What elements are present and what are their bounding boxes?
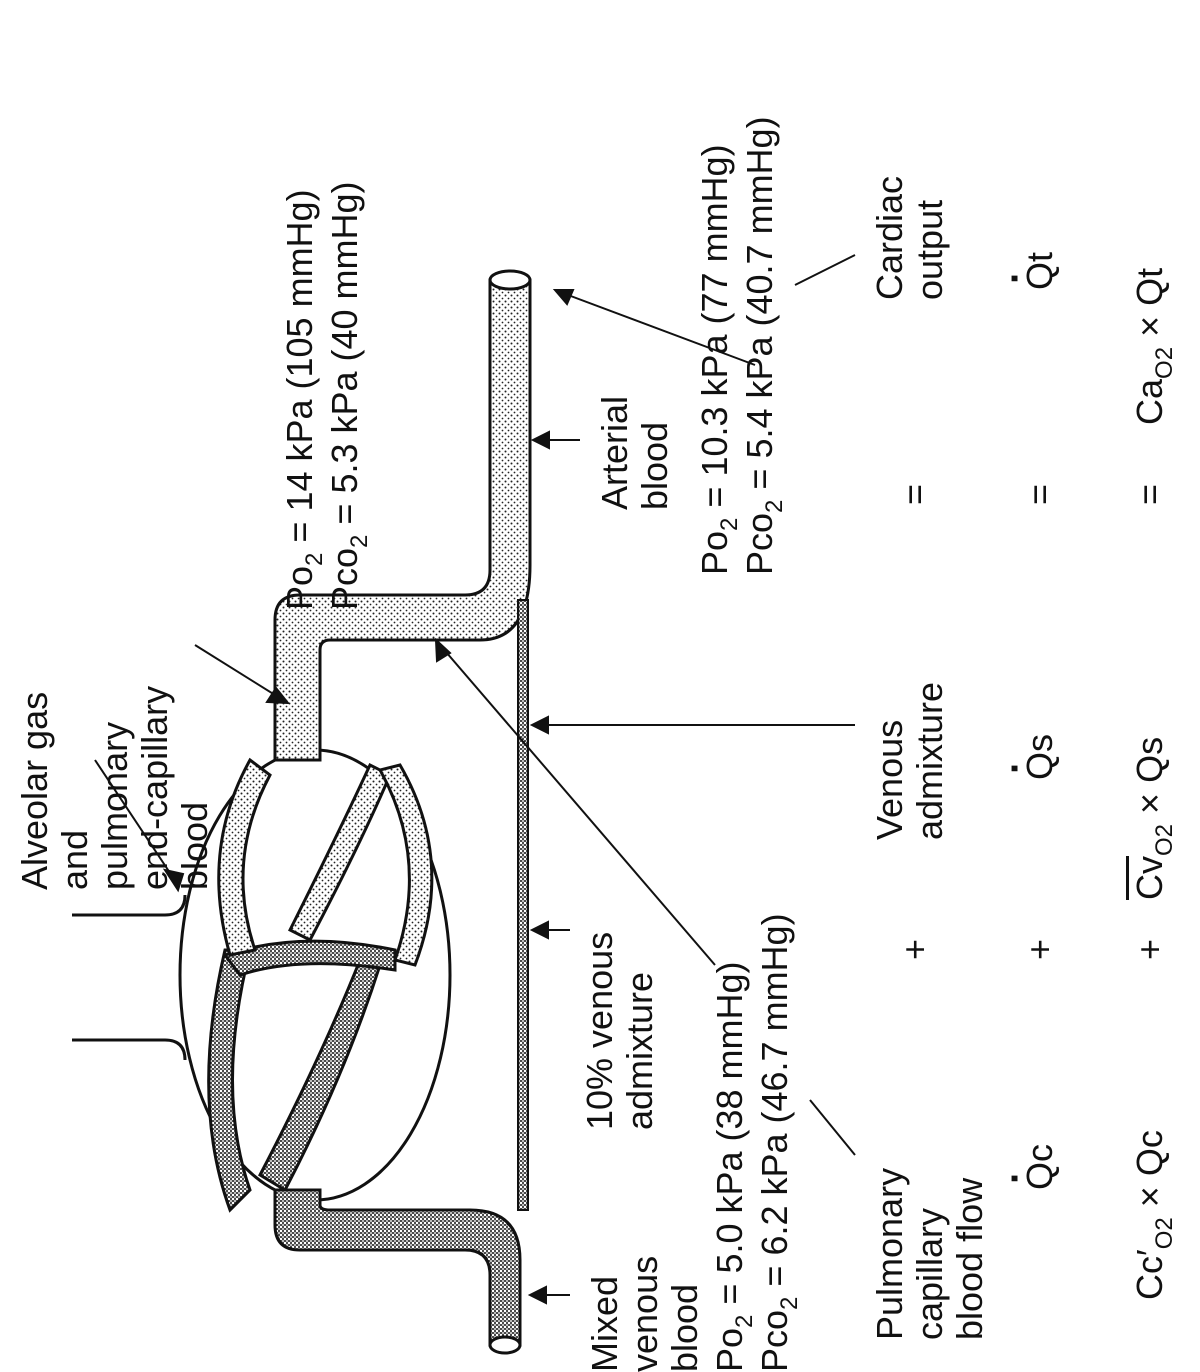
eq-word-capillary-flow: Pulmonary capillary blood flow — [870, 1168, 990, 1340]
capillary-network-venous — [209, 950, 250, 1210]
arterial-vessel-end — [490, 271, 530, 289]
eq-qs: Qs — [1020, 734, 1060, 780]
eq-equals-2: = — [1020, 484, 1060, 505]
capillary-network-arterial — [219, 760, 270, 955]
venous-vessel — [275, 1190, 520, 1345]
eq-qc: Qc — [1020, 1144, 1060, 1190]
eq-word-venous-admixture: Venous admixture — [870, 682, 950, 840]
arterial-gas-values: Po2 = 10.3 kPa (77 mmHg) Pco2 = 5.4 kPa … — [695, 116, 785, 575]
eq-ca-o2-qt: CaO2 × Qt — [1130, 268, 1175, 425]
eq-plus-2: + — [1020, 939, 1060, 960]
eq-cc-o2-qc: Cc′O2 × Qc — [1130, 1130, 1175, 1300]
eq-plus-3: + — [1130, 939, 1170, 960]
alveolar-label: Alveolar gas and pulmonary end-capillary… — [15, 686, 215, 890]
eq-cv-o2-qs: CvO2 × Qs — [1130, 737, 1175, 900]
eq-word-cardiac-output: Cardiac output — [870, 176, 950, 300]
eq-equals-3: = — [1130, 484, 1170, 505]
shunt-vessel — [518, 600, 528, 1210]
end-capillary-gas-values: Po2 = 14 kPa (105 mmHg) Pco2 = 5.3 kPa (… — [280, 181, 370, 610]
airway-lower — [72, 1040, 185, 1060]
arterial-blood-label: Arterial blood — [595, 396, 675, 510]
eq-qt: Qt — [1020, 252, 1060, 290]
venous-vessel-end — [490, 1337, 520, 1353]
airway — [72, 895, 185, 915]
eq-word-plus: + — [895, 939, 935, 960]
eq-word-equals: = — [895, 484, 935, 505]
venous-admixture-percent-label: 10% venous admixture — [580, 932, 660, 1130]
mixed-venous-gas-values: Po2 = 5.0 kPa (38 mmHg) Pco2 = 6.2 kPa (… — [710, 913, 800, 1372]
mixed-venous-label: Mixed venous blood — [585, 1256, 705, 1372]
